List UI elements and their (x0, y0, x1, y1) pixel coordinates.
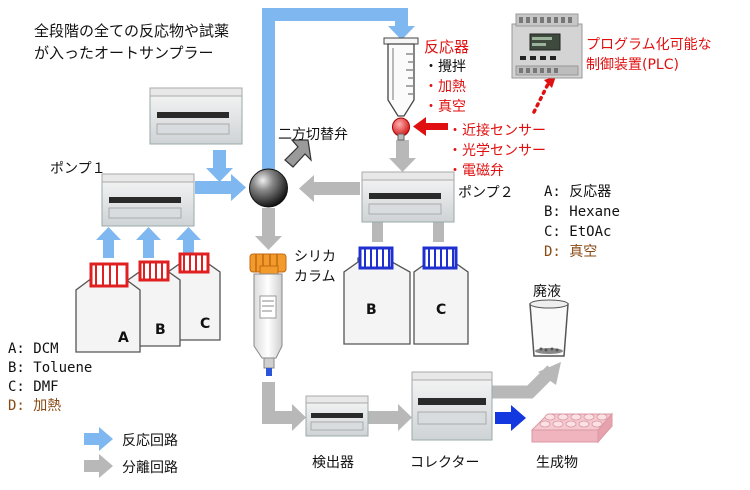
collector-instrument (411, 371, 493, 441)
pump2-instrument (361, 171, 455, 223)
collector-label: コレクター (410, 455, 480, 471)
product-label: 生成物 (536, 455, 578, 471)
reagent-bottles (75, 252, 221, 353)
legend-reaction-path: 反応回路 (122, 433, 178, 449)
detector-label: 検出器 (312, 455, 354, 471)
separation-path-arrows (84, 140, 561, 478)
reactor-feature-heat: ・加熱 (424, 79, 466, 95)
plc-label-line2: 制御装置(PLC) (586, 57, 679, 73)
solvent-legend: A: 反応器 B: Hexane C: EtOAc D: 真空 (544, 182, 620, 262)
valve-label: 二方切替弁 (278, 127, 348, 143)
sensor-arrow (413, 117, 448, 136)
plc-device (511, 13, 583, 79)
autosampler-label-line2: が入ったオートサンプラー (34, 44, 214, 62)
waste-label: 廃液 (533, 284, 561, 300)
valve-pointer-arrow (284, 139, 312, 168)
plc-link-dotted (532, 82, 550, 114)
reagent-legend-item: A: DCM (8, 341, 59, 357)
reagent-legend-item: D: 加熱 (8, 398, 62, 414)
plc-label-line1: プログラム化可能な (586, 37, 712, 53)
solvent-legend-item: A: 反応器 (544, 184, 612, 200)
solvent-bottles (343, 246, 469, 345)
autosampler-instrument (149, 87, 243, 145)
waste-beaker (529, 299, 569, 357)
sensor-solenoid: ・電磁弁 (448, 163, 504, 179)
pump1-instrument (101, 173, 195, 227)
legend-separation-path: 分離回路 (122, 460, 178, 476)
reagent-bottle-b-label: B (155, 322, 166, 338)
solvent-legend-item: D: 真空 (544, 244, 598, 260)
reactor-feature-stir: ・攪拌 (424, 59, 466, 75)
solvent-legend-item: B: Hexane (544, 204, 620, 220)
solvent-bottle-c-label: C (436, 302, 447, 318)
solvent-legend-item: C: EtOAc (544, 224, 612, 240)
autosampler-label-line1: 全段階の全ての反応物や試薬 (34, 22, 230, 40)
reagent-legend-item: C: DMF (8, 379, 59, 395)
sensor-optical: ・光学センサー (448, 143, 546, 159)
detector-instrument (305, 395, 369, 437)
reagent-legend: A: DCM B: Toluene C: DMF D: 加熱 (8, 340, 92, 416)
silica-label-line1: シリカ (294, 249, 336, 265)
reagent-bottle-c-label: C (200, 316, 211, 332)
product-tray (530, 412, 614, 444)
reactor-feature-vacuum: ・真空 (424, 99, 466, 115)
reactor-vessel (383, 37, 419, 141)
reagent-bottle-a-label: A (118, 330, 129, 346)
pump2-label: ポンプ２ (458, 185, 514, 201)
reaction-path-arrows (84, 8, 415, 451)
silica-label-line2: カラム (294, 269, 336, 285)
reactor-title: 反応器 (424, 38, 470, 56)
sensor-proximity: ・近接センサー (448, 123, 546, 139)
solvent-bottle-b-label: B (366, 302, 377, 318)
switching-valve (249, 168, 288, 208)
product-arrow (495, 405, 526, 431)
reagent-legend-item: B: Toluene (8, 360, 93, 376)
pump1-label: ポンプ１ (50, 161, 106, 177)
silica-column (249, 253, 287, 376)
